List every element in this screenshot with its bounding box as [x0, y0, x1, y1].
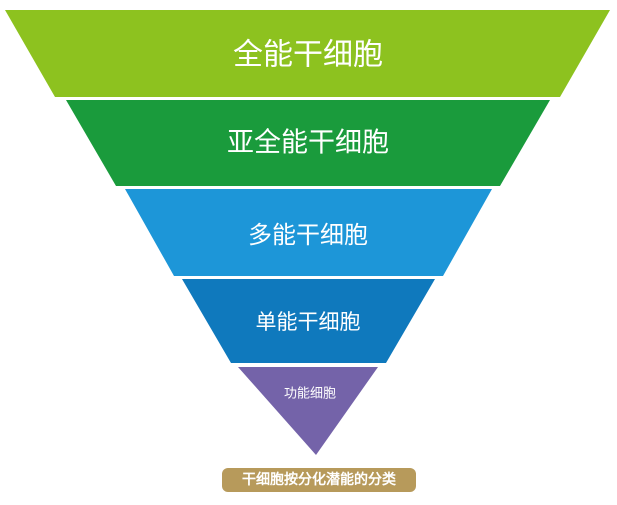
- tier-unipotent-label: 单能干细胞: [256, 310, 361, 334]
- tier-totipotent: 全能干细胞: [5, 10, 610, 97]
- tier-unipotent: 单能干细胞: [182, 279, 435, 363]
- tier-unipotent-shape: [182, 279, 435, 363]
- tier-pluripotent-label: 亚全能干细胞: [227, 128, 389, 159]
- tier-functional-cell-label: 功能细胞: [284, 387, 336, 402]
- diagram-caption: 干细胞按分化潜能的分类: [222, 468, 416, 492]
- tier-totipotent-label: 全能干细胞: [233, 38, 383, 73]
- tier-pluripotent-shape: [66, 100, 550, 186]
- tier-functional-cell: 功能细胞: [238, 367, 378, 455]
- tier-pluripotent: 亚全能干细胞: [66, 100, 550, 186]
- tier-multipotent-shape: [125, 189, 492, 276]
- tier-totipotent-shape: [5, 10, 610, 97]
- tier-functional-cell-shape: [238, 367, 378, 455]
- tier-multipotent: 多能干细胞: [125, 189, 492, 276]
- tier-multipotent-label: 多能干细胞: [248, 221, 368, 249]
